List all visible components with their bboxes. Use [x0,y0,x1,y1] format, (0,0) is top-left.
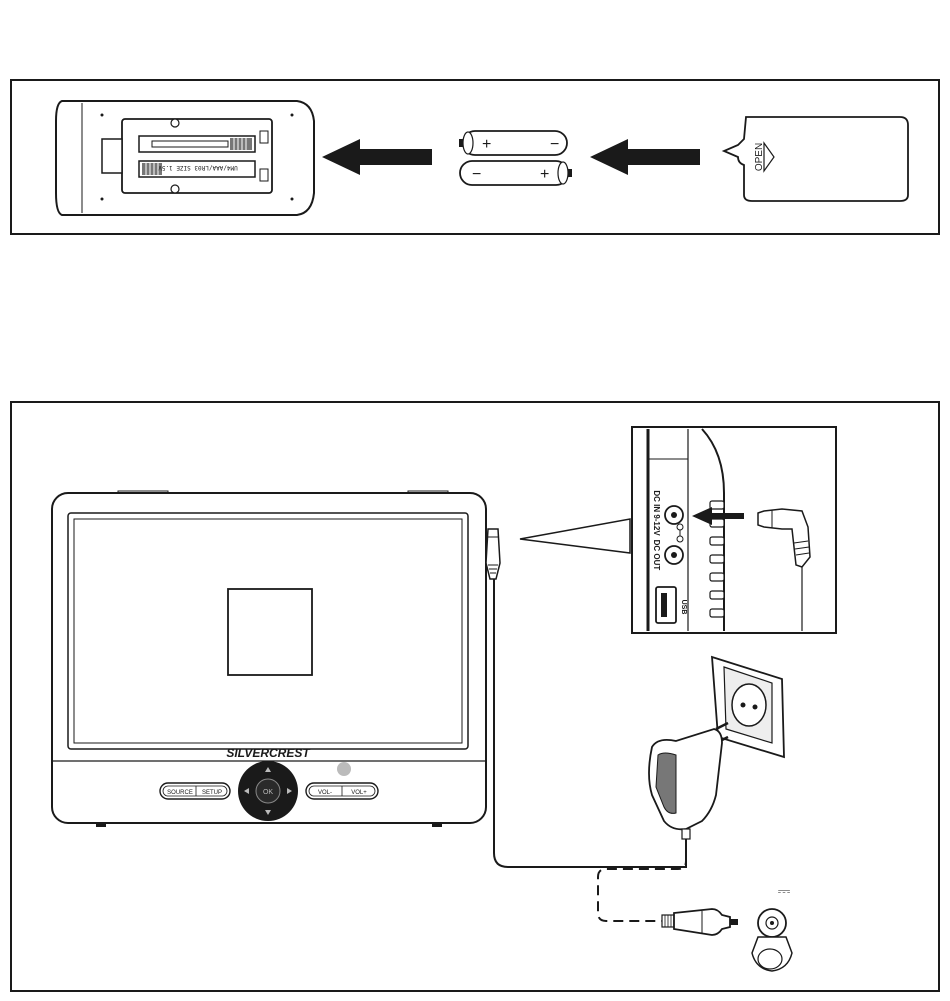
car-cable-dashed [598,839,686,921]
port-detail-box: DC IN 9-12V DC OUT USB [632,427,836,633]
vol-plus-button[interactable]: VOL+ [351,790,367,796]
source-button[interactable]: SOURCE [167,790,193,796]
battery-cover: OPEN [724,117,908,201]
dc-in-label: DC IN 9-12V [652,490,661,536]
compartment-label: UM4/AAA/LR03 SIZE 1.5V [158,164,238,171]
navigation-pad[interactable]: OK [238,761,298,821]
arrow-left-icon [322,139,432,175]
battery-top-plus: + [482,136,491,153]
brand-logo: SILVERCREST [226,746,311,760]
car-socket: ⎓ [752,883,792,971]
ok-button[interactable]: OK [263,789,273,796]
battery-bottom-minus: − [472,166,481,183]
ac-adapter [649,723,728,839]
power-diagram: SILVERCREST SOURCE SETUP OK [12,403,942,994]
power-led [337,762,351,776]
zoom-callout [520,519,630,553]
spring-top-icon [230,138,252,150]
usb-label: USB [680,600,687,615]
dc-symbol: ⎓ [778,883,791,900]
setup-button[interactable]: SETUP [202,790,222,796]
battery-bottom: − + [460,161,572,185]
power-connection-panel: SILVERCREST SOURCE SETUP OK [10,401,940,992]
battery-diagram: UM4/AAA/LR03 SIZE 1.5V + − − + OP [12,81,942,237]
screen-center-box [228,589,312,675]
car-adapter [662,909,738,935]
battery-top-minus: − [550,136,559,153]
remote-control-back: UM4/AAA/LR03 SIZE 1.5V [56,101,314,215]
battery-top: + − [459,131,567,155]
arrow-left-icon [590,139,700,175]
vol-minus-button[interactable]: VOL- [318,790,332,796]
portable-dvd-player: SILVERCREST SOURCE SETUP OK [52,491,486,827]
volume-pill: VOL- VOL+ [306,783,378,799]
cover-open-label: OPEN [754,143,765,171]
battery-bottom-plus: + [540,166,549,183]
dc-out-label: DC OUT [652,540,661,571]
dc-plug-device [486,529,500,579]
source-setup-pill: SOURCE SETUP [160,783,230,799]
battery-insertion-panel: UM4/AAA/LR03 SIZE 1.5V + − − + OP [10,79,940,235]
